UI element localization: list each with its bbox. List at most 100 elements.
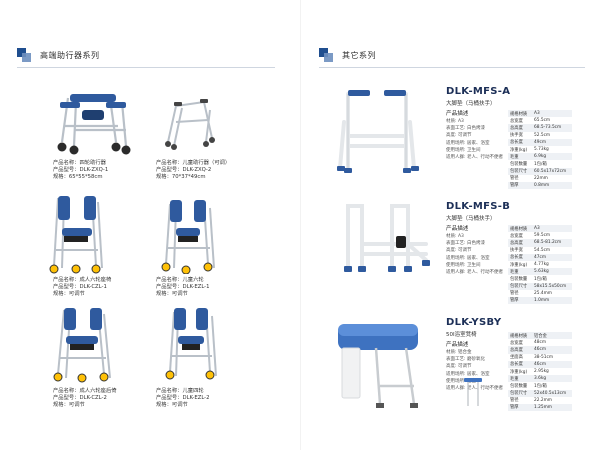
product-model: 产品型号：DLK-EZL-2 bbox=[156, 395, 210, 401]
item-model-title: DLK-YSBY bbox=[446, 317, 502, 328]
item-desc-heading: 产品描述 bbox=[446, 111, 469, 117]
product-caption: 产品名称：四轮助行器 产品型号：DLK-ZXQ-1 规格：65*55*58cm bbox=[53, 160, 108, 181]
product-name: 产品名称：四轮助行器 bbox=[53, 160, 106, 166]
spec-row: 规格材质铝合金 bbox=[508, 332, 572, 340]
desc-line: 高度: 可调节 bbox=[446, 248, 472, 254]
desc-line: 材质: A3 bbox=[446, 234, 464, 239]
item-desc-list: 材质: A3 表面工艺: 白色烤漆 高度: 可调节 适用场所: 居家、浴室 使用… bbox=[446, 233, 503, 276]
item-desc-heading: 产品描述 bbox=[446, 342, 469, 348]
desc-line: 适用人群: 老人、行动不便者 bbox=[446, 386, 503, 392]
product-model: 产品型号：DLK-CZL-2 bbox=[53, 395, 107, 401]
spec-row: 净重(kg)2.95kg bbox=[510, 369, 549, 375]
desc-line: 适用场所: 居家、浴室 bbox=[446, 255, 490, 261]
product-name: 产品名称：儿童六轮 bbox=[156, 277, 204, 283]
product-model: 产品型号：DLK-ZXQ-2 bbox=[156, 167, 212, 173]
desc-line: 表面工艺: 磨砂氧化 bbox=[446, 357, 485, 363]
product-name: 产品名称：儿童助行器（可调） bbox=[156, 160, 231, 166]
desc-line: 表面工艺: 白色烤漆 bbox=[446, 126, 485, 132]
desc-line: 适用场所: 居家、浴室 bbox=[446, 371, 490, 377]
product-size: 规格：可调节 bbox=[156, 291, 188, 297]
child-walker-image bbox=[165, 99, 215, 150]
desc-line: 高度: 可调节 bbox=[446, 364, 472, 370]
stool-detail-icon bbox=[464, 378, 482, 406]
adult-six-wheel-walker-image bbox=[49, 196, 103, 274]
product-size: 规格：可调节 bbox=[156, 402, 188, 408]
item-model-title: DLK-MFS-B bbox=[446, 201, 511, 212]
child-four-wheel-walker-image bbox=[165, 308, 217, 380]
spec-row: 净重(kg)5.73kg bbox=[510, 147, 549, 153]
adult-six-wheel-seat-walker-image bbox=[53, 308, 111, 383]
desc-line: 材质: 铝合金 bbox=[446, 350, 472, 355]
product-caption: 产品名称：成人六轮座后倚 产品型号：DLK-CZL-2 规格：可调节 bbox=[53, 388, 117, 409]
product-size: 规格：可调节 bbox=[53, 402, 85, 408]
section-title-text: 高端助行器系列 bbox=[40, 50, 100, 60]
product-size: 规格：70*37*49cm bbox=[156, 174, 206, 180]
product-name: 产品名称：成人六轮座椅 bbox=[53, 277, 112, 283]
product-model: 产品型号：DLK-ZXQ-1 bbox=[53, 167, 109, 173]
section-square-icon bbox=[17, 48, 31, 62]
desc-line: 材质: A3 bbox=[446, 119, 464, 124]
product-caption: 产品名称：儿童助行器（可调） 产品型号：DLK-ZXQ-2 规格：70*37*4… bbox=[156, 160, 230, 181]
section-title-walkers: 高端助行器系列 bbox=[17, 45, 275, 68]
desc-line: 使用场所: 卫生间 bbox=[446, 262, 481, 268]
item-subtitle: 50I浴室凳椅 bbox=[446, 332, 477, 338]
item-desc-heading: 产品描述 bbox=[446, 226, 469, 232]
four-wheel-walker-image bbox=[57, 94, 131, 155]
section-title-text: 其它系列 bbox=[342, 50, 376, 60]
desc-line: 适用人群: 老人、行动不便者 bbox=[446, 270, 503, 276]
section-square-icon bbox=[319, 48, 333, 62]
product-caption: 产品名称：儿童四轮 产品型号：DLK-EZL-2 规格：可调节 bbox=[156, 388, 209, 409]
product-model: 产品型号：DLK-EZL-1 bbox=[156, 284, 210, 290]
item-desc-list: 材质: 铝合金 表面工艺: 磨砂氧化 高度: 可调节 适用场所: 居家、浴室 使… bbox=[446, 349, 503, 392]
section-rule bbox=[319, 67, 585, 68]
product-caption: 产品名称：成人六轮座椅 产品型号：DLK-CZL-1 规格：可调节 bbox=[53, 277, 111, 298]
product-name: 产品名称：成人六轮座后倚 bbox=[53, 388, 117, 394]
toilet-safety-frame-b-image bbox=[344, 204, 430, 272]
product-model: 产品型号：DLK-CZL-1 bbox=[53, 284, 107, 290]
product-caption: 产品名称：儿童六轮 产品型号：DLK-EZL-1 规格：可调节 bbox=[156, 277, 209, 298]
desc-line: 使用场所: 浴室 bbox=[446, 378, 476, 384]
desc-line: 表面工艺: 白色烤漆 bbox=[446, 241, 485, 247]
toilet-safety-frame-a-image bbox=[337, 90, 419, 173]
item-model-title: DLK-MFS-A bbox=[446, 86, 511, 97]
item-desc-list: 材质: A3 表面工艺: 白色烤漆 高度: 可调节 适用场所: 居家、浴室 使用… bbox=[446, 118, 503, 161]
product-size: 规格：65*55*58cm bbox=[53, 174, 103, 180]
desc-line: 高度: 可调节 bbox=[446, 133, 472, 139]
desc-line: 使用场所: 卫生间 bbox=[446, 147, 481, 153]
spec-row: 净重(kg)4.77kg bbox=[510, 262, 549, 268]
section-rule bbox=[17, 67, 275, 68]
desc-line: 适用场所: 居家、浴室 bbox=[446, 140, 490, 146]
child-six-wheel-walker-image bbox=[161, 200, 215, 274]
desc-line: 适用人群: 老人、行动不便者 bbox=[446, 155, 503, 161]
